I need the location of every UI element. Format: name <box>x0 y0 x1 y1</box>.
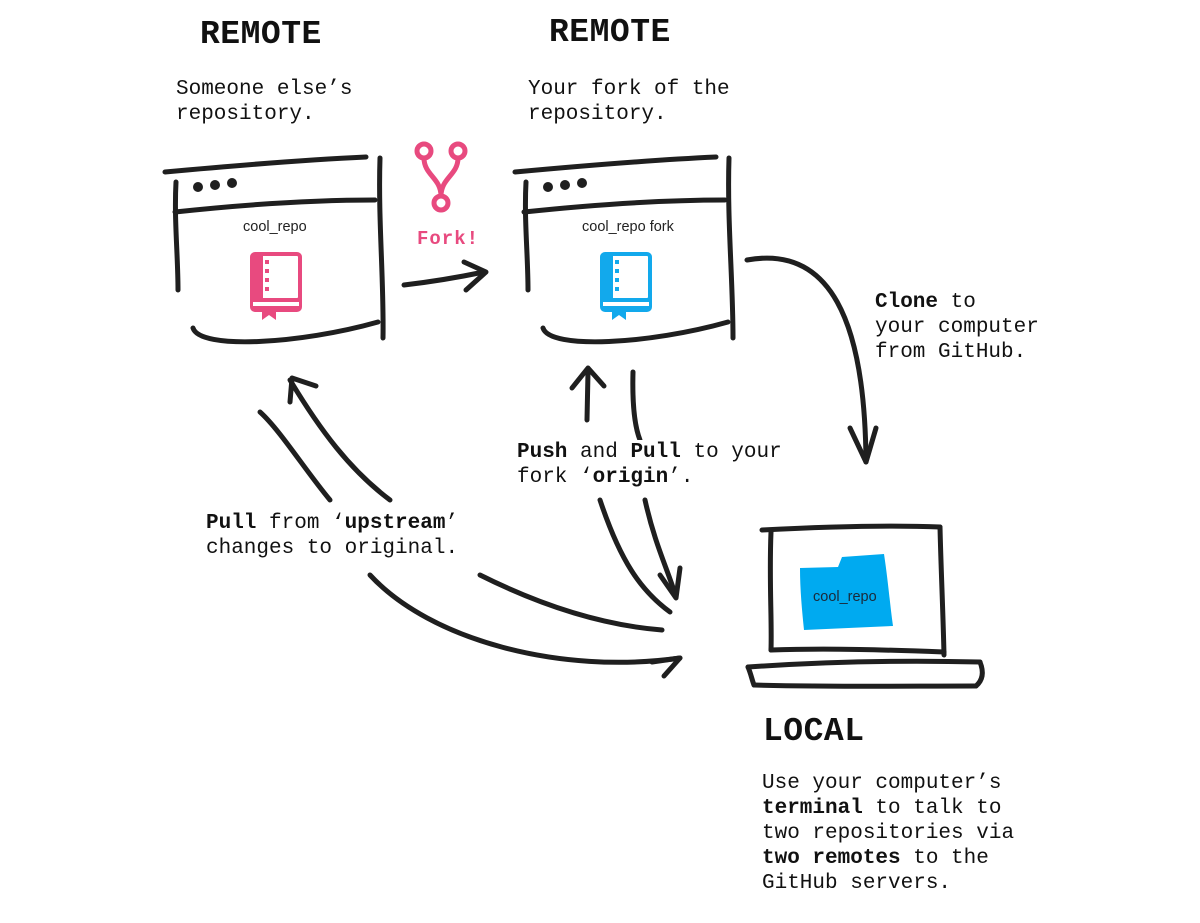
folder-icon <box>800 554 893 630</box>
remote-original-description: Someone else’s repository. <box>176 77 352 127</box>
remote-original-desc-line1: Someone else’s <box>176 78 353 101</box>
clone-line3: from GitHub. <box>875 341 1027 364</box>
push-keyword: Push <box>517 441 568 464</box>
upstream-pull-keyword: Pull <box>206 512 257 535</box>
push-pull-line2-post: ’. <box>668 466 694 489</box>
clone-keyword: Clone <box>875 291 939 314</box>
clone-rest-line1: to <box>938 291 976 314</box>
git-fork-icon <box>414 141 468 213</box>
clone-description: Clone to your computer from GitHub. <box>875 290 1039 365</box>
repo-book-icon <box>250 252 302 320</box>
push-pull-and: and <box>567 441 631 464</box>
local-folder-name: cool_repo <box>813 589 877 605</box>
push-pull-description: Push and Pull to your fork ‘origin’. <box>517 440 786 490</box>
remote-original-heading: REMOTE <box>200 16 322 53</box>
pull-keyword: Pull <box>630 441 681 464</box>
push-pull-rest-line1: to your <box>680 441 782 464</box>
local-line5: GitHub servers. <box>762 872 952 895</box>
original-repo-window <box>162 154 386 345</box>
clone-arrow <box>744 255 879 465</box>
remote-fork-description: Your fork of the repository. <box>528 77 730 127</box>
upstream-pull-line2: changes to original. <box>206 537 459 560</box>
fork-repo-name: cool_repo fork <box>582 219 674 235</box>
upstream-pull-quote: ’ <box>445 512 459 535</box>
terminal-keyword: terminal <box>762 797 863 820</box>
remote-fork-heading: REMOTE <box>549 14 671 51</box>
local-line3: two repositories via <box>762 822 1015 845</box>
local-line1: Use your computer’s <box>762 772 1002 795</box>
local-line2-rest: to talk to <box>862 797 1002 820</box>
upstream-pull-from: from ‘ <box>256 512 345 535</box>
upstream-pull-arrows <box>257 375 683 679</box>
fork-label: Fork! <box>417 228 480 250</box>
repo-book-icon <box>600 252 652 320</box>
two-remotes-keyword: two remotes <box>762 847 901 870</box>
upstream-pull-description: Pull from ‘upstream’ changes to original… <box>206 511 465 561</box>
remote-original-desc-line2: repository. <box>176 103 315 126</box>
local-heading: LOCAL <box>763 713 865 750</box>
remote-fork-desc-line1: Your fork of the <box>528 78 730 101</box>
clone-line2: your computer <box>875 316 1039 339</box>
original-repo-name: cool_repo <box>243 219 307 235</box>
local-line4-rest: to the <box>900 847 989 870</box>
local-description: Use your computer’s terminal to talk to … <box>762 771 1014 896</box>
push-pull-line2-pre: fork ‘ <box>517 466 593 489</box>
upstream-keyword: upstream <box>344 512 446 535</box>
laptop-icon <box>745 523 985 689</box>
remote-fork-desc-line2: repository. <box>528 103 667 126</box>
fork-repo-window <box>512 154 736 345</box>
fork-arrow <box>401 259 489 293</box>
origin-keyword: origin <box>592 466 669 489</box>
push-pull-arrows <box>569 365 683 615</box>
